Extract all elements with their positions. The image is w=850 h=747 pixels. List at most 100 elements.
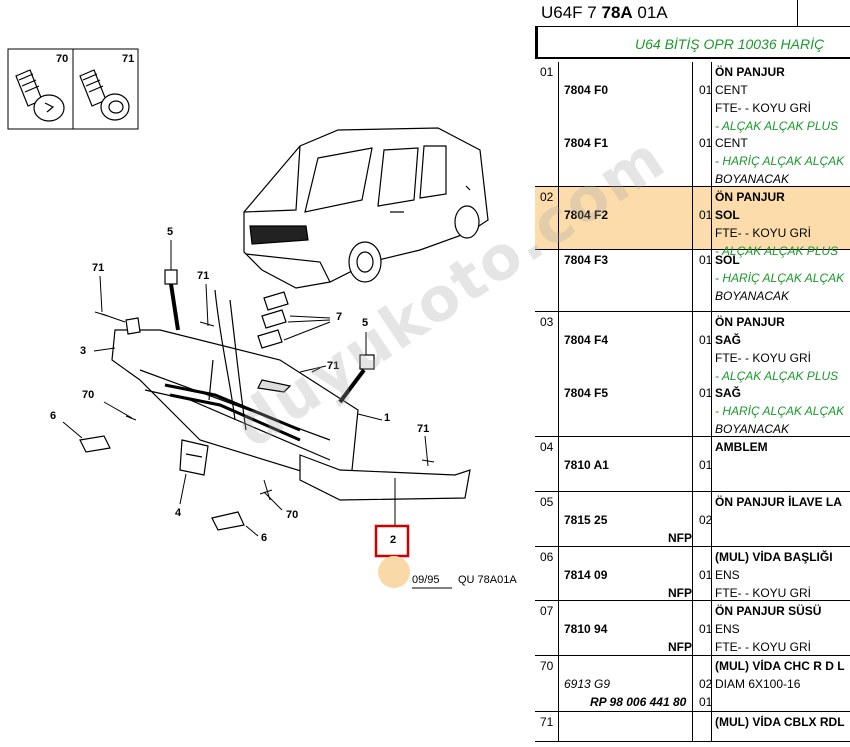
part-quantity: 01 (699, 386, 713, 401)
part-description: ÖN PANJUR SÜSÜ (715, 604, 822, 618)
part-quantity: 01 (699, 332, 713, 347)
nfp-flag: NFP (668, 585, 692, 600)
part-rp-number: RP 98 006 441 80 (590, 694, 687, 709)
row-number: 02 (540, 190, 554, 204)
column-divider (558, 547, 559, 600)
row-number: 07 (540, 604, 554, 618)
callout-7-label: 7 (336, 311, 343, 323)
column-divider (692, 601, 693, 655)
column-divider (692, 312, 693, 436)
column-divider (711, 656, 712, 711)
column-divider (711, 250, 712, 311)
column-divider (558, 250, 559, 311)
row-number: 70 (540, 659, 554, 673)
part-description: (MUL) VİDA CBLX RDL (715, 715, 845, 729)
callout-71-label: 71 (327, 360, 340, 372)
part-description: FTE- - KOYU GRİ (715, 100, 811, 115)
part-description: BOYANACAK (715, 172, 790, 187)
callout-70-label: 70 (286, 509, 299, 521)
callout-6-label: 6 (50, 410, 57, 422)
column-divider (692, 62, 693, 186)
part-description: - HARİÇ ALÇAK ALÇAK (715, 154, 845, 169)
row-number: 04 (540, 440, 554, 454)
parts-row-group[interactable]: 71(MUL) VİDA CBLX RDL (535, 712, 850, 742)
column-divider (558, 437, 559, 491)
part-description: FTE- - KOYU GRİ (715, 639, 811, 654)
part-description: ÖN PANJUR (715, 315, 785, 329)
column-divider (558, 656, 559, 711)
part-description: SAĞ (715, 386, 742, 401)
part-description: CENT (715, 82, 748, 97)
column-divider (692, 437, 693, 491)
part-reference: 6913 G9 (564, 676, 611, 691)
part-description: SOL (715, 207, 740, 222)
column-divider (711, 712, 712, 741)
catalog-code-prefix: U64F 7 (541, 3, 602, 22)
selection-marker (378, 556, 410, 588)
grille-assembly (79, 269, 471, 531)
column-divider (692, 492, 693, 546)
callout-70-label: 70 (56, 53, 69, 65)
diagram-date: 09/95 (412, 574, 440, 586)
callout-71-label: 71 (92, 262, 105, 274)
catalog-code: U64F 7 78A 01A (541, 3, 668, 23)
screw-inset-box (7, 48, 139, 130)
part-description: ENS (715, 621, 740, 636)
part-quantity: 01 (699, 621, 713, 636)
part-description: FTE- - KOYU GRİ (715, 585, 811, 600)
column-divider (692, 187, 693, 249)
callout-5-label: 5 (362, 317, 369, 329)
part-description: ÖN PANJUR (715, 190, 785, 204)
callout-70-label: 70 (82, 389, 95, 401)
column-divider (711, 437, 712, 491)
column-divider (558, 62, 559, 186)
catalog-code-bold: 78A (601, 3, 633, 22)
part-description: CENT (715, 136, 748, 151)
column-divider (711, 547, 712, 600)
part-description: SAĞ (715, 332, 742, 347)
column-divider (692, 656, 693, 711)
parts-list-panel: U64F 7 78A 01A U64 BİTİŞ OPR 10036 HARİÇ… (535, 0, 850, 742)
parts-diagram: 70 71 5 71 71 3 7 5 71 70 1 6 71 4 70 6 … (7, 48, 517, 589)
part-description: AMBLEM (715, 440, 768, 454)
nfp-flag: NFP (668, 639, 692, 654)
part-quantity: 02 (699, 512, 713, 527)
callout-3-label: 3 (80, 345, 87, 357)
row-number: 05 (540, 495, 554, 509)
column-divider (692, 712, 693, 741)
part-reference: 7814 09 (564, 567, 608, 582)
callout-71-label: 71 (197, 270, 210, 282)
part-description: (MUL) VİDA BAŞLIĞI (715, 550, 833, 564)
part-description: SOL (715, 253, 740, 267)
part-description: ENS (715, 567, 740, 582)
callout-5-label: 5 (167, 226, 174, 238)
part-quantity: 01 (699, 136, 713, 151)
row-number: 06 (540, 550, 554, 564)
column-divider (711, 187, 712, 249)
van-illustration (243, 127, 489, 289)
part-description: - ALÇAK ALÇAK PLUS (715, 368, 839, 383)
column-divider (558, 187, 559, 249)
leader-lines (62, 240, 435, 537)
callout-2-highlight-box (374, 524, 410, 558)
part-description: BOYANACAK (715, 422, 790, 437)
part-quantity: 01 (699, 567, 713, 582)
part-description: - ALÇAK ALÇAK PLUS (715, 118, 839, 133)
catalog-code-suffix: 01A (632, 3, 668, 22)
column-divider (558, 492, 559, 546)
row-number: 01 (540, 65, 554, 79)
callout-2-label[interactable]: 2 (390, 534, 397, 546)
part-description: ÖN PANJUR (715, 65, 785, 79)
part-description: FTE- - KOYU GRİ (715, 350, 811, 365)
part-description: ÖN PANJUR İLAVE LA (715, 495, 842, 509)
part-quantity: 01 (699, 457, 713, 472)
